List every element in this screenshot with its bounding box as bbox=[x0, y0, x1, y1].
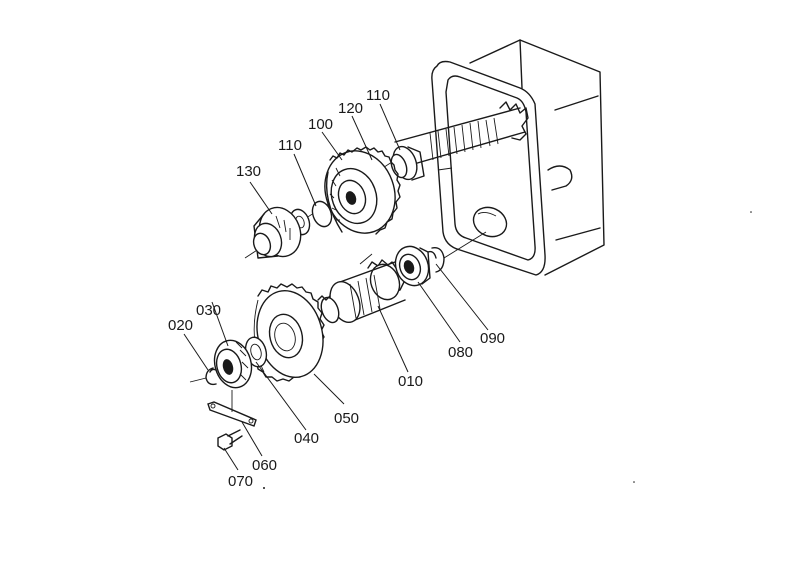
part-020-snap-ring bbox=[189, 367, 217, 386]
label-100: 100 bbox=[308, 116, 333, 133]
part-070-bolt bbox=[217, 429, 243, 451]
label-080: 080 bbox=[448, 344, 473, 361]
label-060: 060 bbox=[252, 457, 277, 474]
part-090-snap-ring bbox=[427, 231, 487, 273]
label-090: 090 bbox=[480, 330, 505, 347]
part-130-collar bbox=[252, 206, 302, 259]
part-100-large-gear bbox=[324, 146, 401, 235]
label-030: 030 bbox=[196, 302, 221, 319]
part-060-plate bbox=[207, 390, 257, 427]
part-010-countershaft bbox=[315, 253, 406, 324]
label-110-mid: 110 bbox=[278, 137, 302, 154]
label-040: 040 bbox=[294, 430, 319, 447]
label-010: 010 bbox=[398, 373, 423, 390]
speck bbox=[633, 481, 635, 483]
label-070: 070 bbox=[228, 473, 253, 490]
part-030-bearing bbox=[213, 339, 253, 389]
transmission-case bbox=[431, 39, 605, 276]
part-labels: 110 120 100 110 130 090 080 010 050 040 … bbox=[168, 87, 505, 490]
speck bbox=[263, 487, 265, 489]
part-080-bearing bbox=[394, 245, 431, 287]
label-130: 130 bbox=[236, 163, 261, 180]
part-050-gear bbox=[253, 283, 325, 382]
label-120: 120 bbox=[338, 100, 363, 117]
label-050: 050 bbox=[334, 410, 359, 427]
leader-lines bbox=[183, 103, 489, 471]
label-110-top: 110 bbox=[366, 87, 390, 104]
speck bbox=[750, 211, 752, 213]
label-020: 020 bbox=[168, 317, 193, 334]
